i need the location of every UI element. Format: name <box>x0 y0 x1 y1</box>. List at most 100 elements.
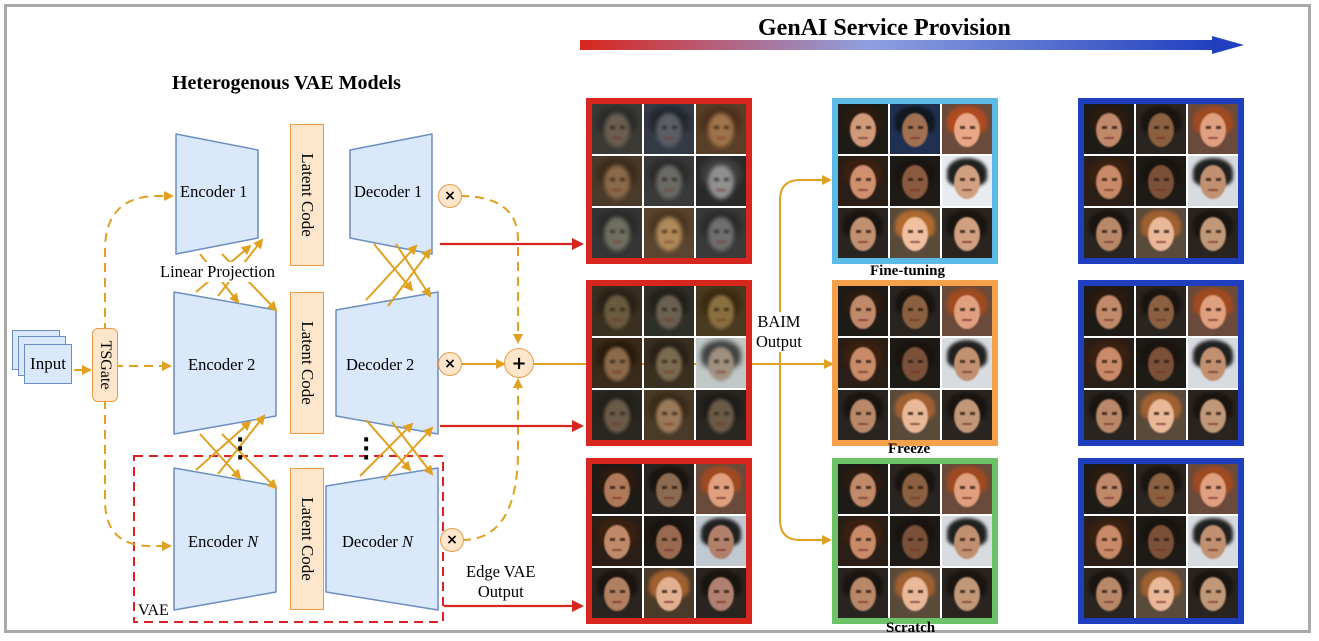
face-thumbnail <box>696 104 746 154</box>
decoder-n-label: Decoder N <box>342 532 414 551</box>
proj-d2-dnb <box>391 421 434 476</box>
proj-en-e2b <box>217 414 266 475</box>
baim-branch-down <box>779 364 832 545</box>
proj-d1-d2b <box>395 243 432 298</box>
face-thumbnail <box>838 208 888 258</box>
route-to-encoder-n <box>104 400 172 551</box>
face-thumbnail <box>1188 286 1238 336</box>
face-thumbnail <box>942 516 992 566</box>
encoder-1-label: Encoder 1 <box>180 182 248 201</box>
face-thumbnail <box>1188 208 1238 258</box>
face-thumbnail <box>942 464 992 514</box>
face-thumbnail <box>890 516 940 566</box>
encoder-n-label: Encoder N <box>188 532 259 551</box>
face-thumbnail <box>1188 390 1238 440</box>
decoder-1-shape <box>349 133 433 255</box>
face-thumbnail <box>592 208 642 258</box>
caption-finetuning: Fine-tuning <box>870 263 946 279</box>
face-thumbnail <box>1084 208 1134 258</box>
phase-edge-training: Edge Training Phase <box>579 68 741 89</box>
face-thumbnail <box>696 156 746 206</box>
baim-grid-scratch <box>832 458 998 624</box>
face-thumbnail <box>890 208 940 258</box>
face-thumbnail <box>890 464 940 514</box>
face-thumbnail <box>644 390 694 440</box>
face-thumbnail <box>644 104 694 154</box>
linear-projection-label: Linear Projection <box>160 262 276 282</box>
face-thumbnail <box>942 156 992 206</box>
face-thumbnail <box>1188 464 1238 514</box>
face-thumbnail <box>838 286 888 336</box>
face-thumbnail <box>890 568 940 618</box>
face-thumbnail <box>696 568 746 618</box>
face-thumbnail <box>1084 390 1134 440</box>
proj-d2-dn <box>365 419 412 472</box>
face-thumbnail <box>1188 156 1238 206</box>
sum-node: + <box>504 348 534 378</box>
face-thumbnail <box>1084 286 1134 336</box>
face-thumbnail <box>592 338 642 388</box>
decoder-2-shape <box>335 291 439 435</box>
face-thumbnail <box>644 568 694 618</box>
face-thumbnail <box>644 338 694 388</box>
edge-grid-2 <box>586 280 752 446</box>
decoder-n-shape <box>325 467 439 611</box>
edge-grid-3 <box>586 458 752 624</box>
face-thumbnail <box>592 568 642 618</box>
ellipsis-decoders: ··· <box>362 428 371 471</box>
face-thumbnail <box>838 156 888 206</box>
face-thumbnail <box>696 286 746 336</box>
face-thumbnail <box>1084 568 1134 618</box>
phase-edge-personalization: Edge Personalization Phase <box>1055 68 1271 89</box>
face-thumbnail <box>1188 568 1238 618</box>
figure-frame <box>4 4 1311 633</box>
face-thumbnail <box>644 516 694 566</box>
left-title: Heterogenous VAE Models <box>172 72 401 94</box>
proj-en-e2 <box>195 420 252 471</box>
face-thumbnail <box>1136 104 1186 154</box>
caption-scratch: Scratch <box>886 620 936 636</box>
face-thumbnail <box>942 208 992 258</box>
face-thumbnail <box>1188 338 1238 388</box>
proj-d2-d1 <box>365 244 418 301</box>
route-decoder-n-to-sum <box>461 378 523 541</box>
latent-code-n: Latent Code <box>290 468 324 610</box>
face-thumbnail <box>696 390 746 440</box>
latent-code-1: Latent Code <box>290 124 324 266</box>
input-box: Input <box>24 344 72 384</box>
face-thumbnail <box>890 390 940 440</box>
personal-grid-2 <box>1078 280 1244 446</box>
face-thumbnail <box>890 286 940 336</box>
edge-grid-1 <box>586 98 752 264</box>
face-thumbnail <box>592 464 642 514</box>
face-thumbnail <box>1136 464 1186 514</box>
caption-freeze: Freeze <box>888 441 931 457</box>
personal-grid-1 <box>1078 98 1244 264</box>
face-thumbnail <box>644 156 694 206</box>
face-thumbnail <box>942 104 992 154</box>
service-arrow <box>580 40 1220 50</box>
face-thumbnail <box>942 390 992 440</box>
face-thumbnail <box>1084 338 1134 388</box>
face-thumbnail <box>696 464 746 514</box>
face-thumbnail <box>592 390 642 440</box>
face-thumbnail <box>942 568 992 618</box>
face-thumbnail <box>1084 464 1134 514</box>
face-thumbnail <box>644 208 694 258</box>
face-thumbnail <box>890 338 940 388</box>
face-thumbnail <box>1188 104 1238 154</box>
baim-branch <box>779 175 832 364</box>
face-thumbnail <box>942 338 992 388</box>
decoder-2-label: Decoder 2 <box>346 355 415 374</box>
face-thumbnail <box>890 104 940 154</box>
face-thumbnail <box>592 156 642 206</box>
face-thumbnail <box>696 208 746 258</box>
multiply-2: × <box>438 352 462 376</box>
face-thumbnail <box>1084 156 1134 206</box>
multiply-1: × <box>438 184 462 208</box>
face-thumbnail <box>1188 516 1238 566</box>
encoder-2-label: Encoder 2 <box>188 355 256 374</box>
